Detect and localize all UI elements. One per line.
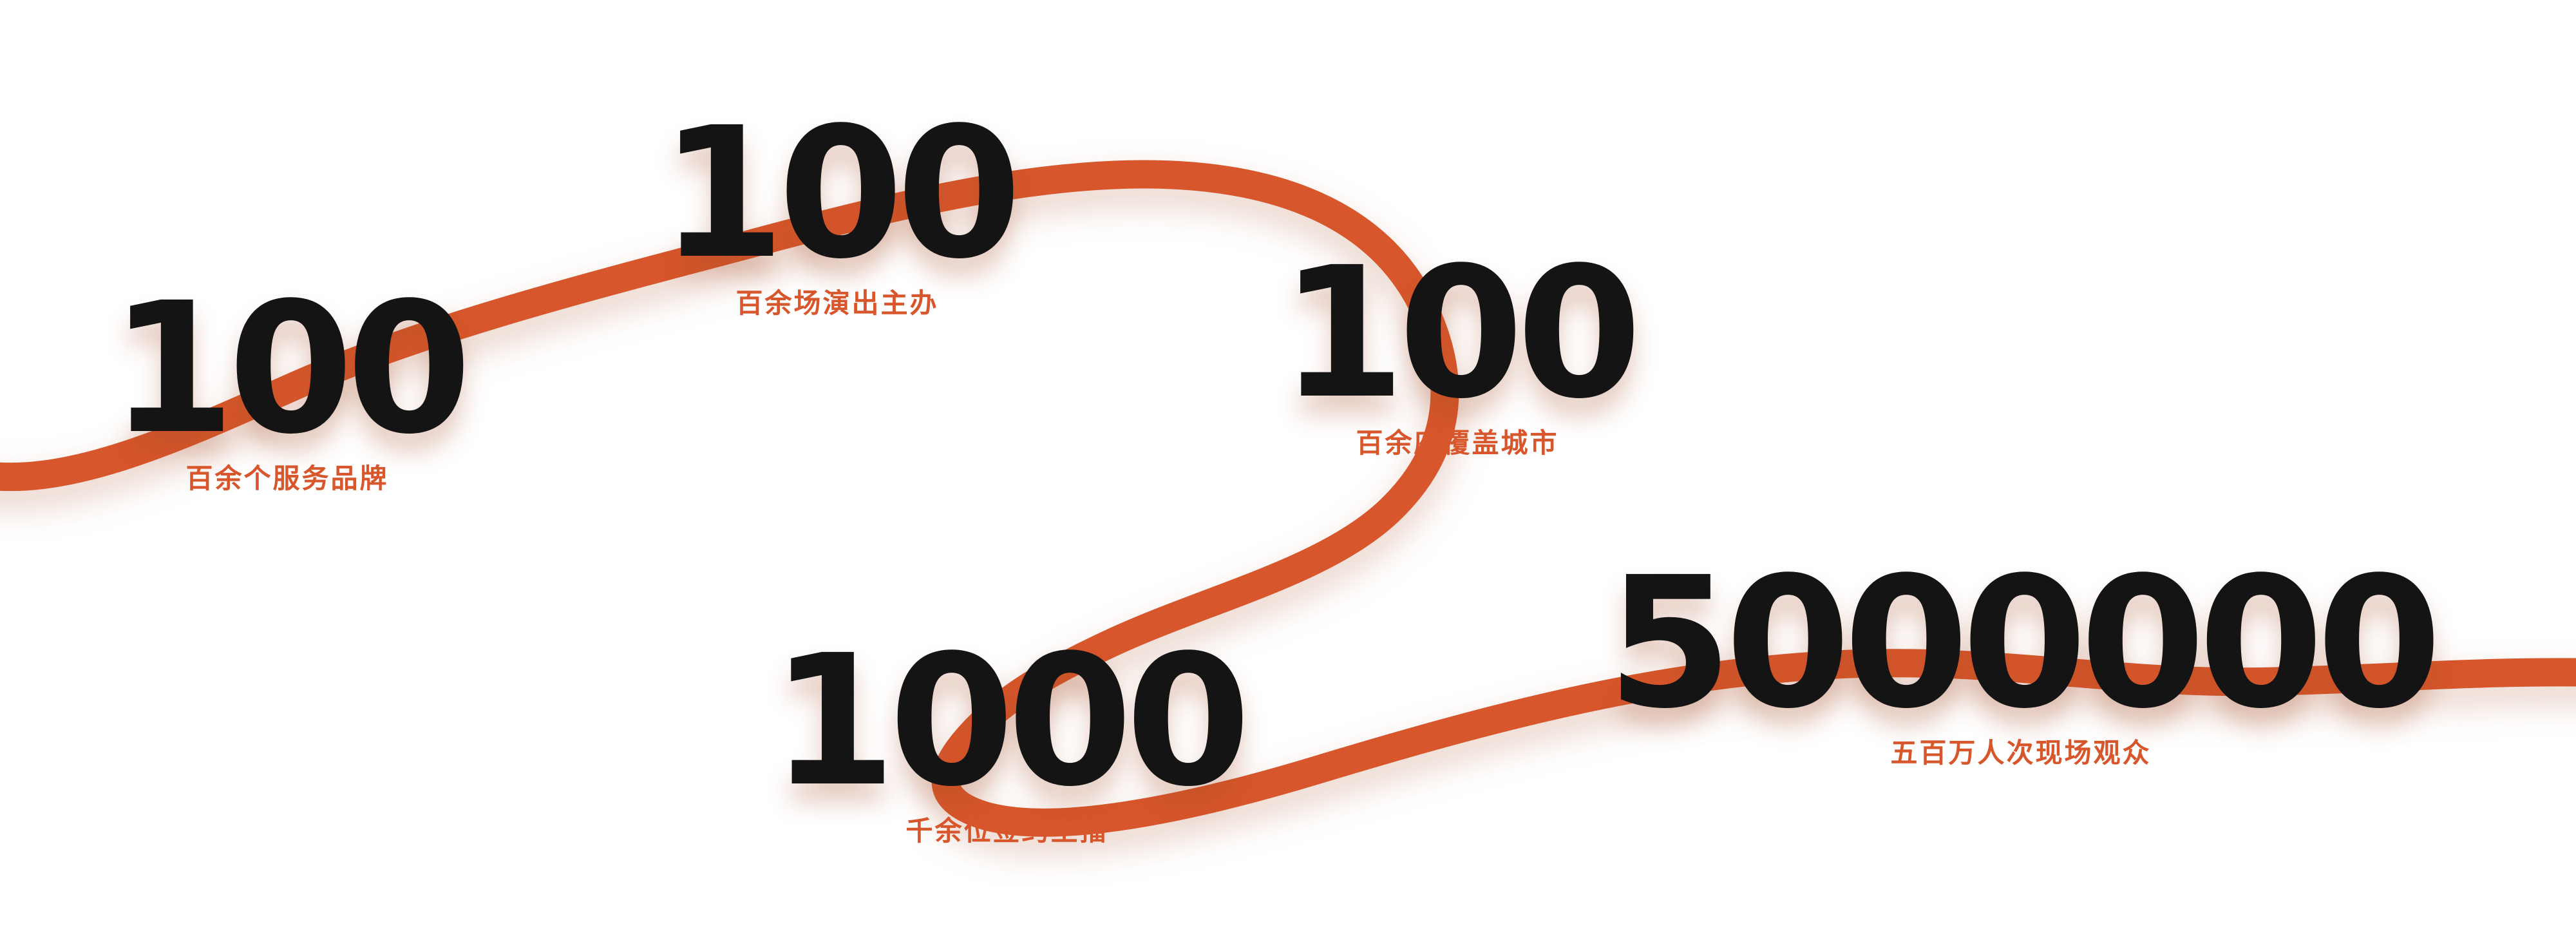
- stat-value: 100: [659, 89, 1022, 299]
- stat-live-audience: 5000000 五百万人次现场观众: [1607, 539, 2442, 769]
- stat-service-brands: 100 百余个服务品牌: [109, 264, 472, 494]
- stat-value: 5000000: [1607, 539, 2442, 749]
- stat-cities-covered: 100 百余座覆盖城市: [1280, 229, 1642, 459]
- stat-value: 1000: [770, 617, 1251, 827]
- stat-label: 百余座覆盖城市: [1356, 427, 1559, 459]
- stat-signed-anchors: 1000 千余位签约主播: [770, 617, 1251, 847]
- journey-curve-path: [0, 160, 2576, 837]
- stat-label: 五百万人次现场观众: [1890, 737, 2152, 769]
- stat-value: 100: [109, 264, 472, 474]
- stat-performances-hosted: 100 百余场演出主办: [659, 89, 1022, 319]
- stat-label: 百余场演出主办: [735, 287, 939, 319]
- stat-label: 百余个服务品牌: [185, 463, 389, 494]
- stat-value: 100: [1280, 229, 1642, 439]
- stat-label: 千余位签约主播: [905, 815, 1109, 847]
